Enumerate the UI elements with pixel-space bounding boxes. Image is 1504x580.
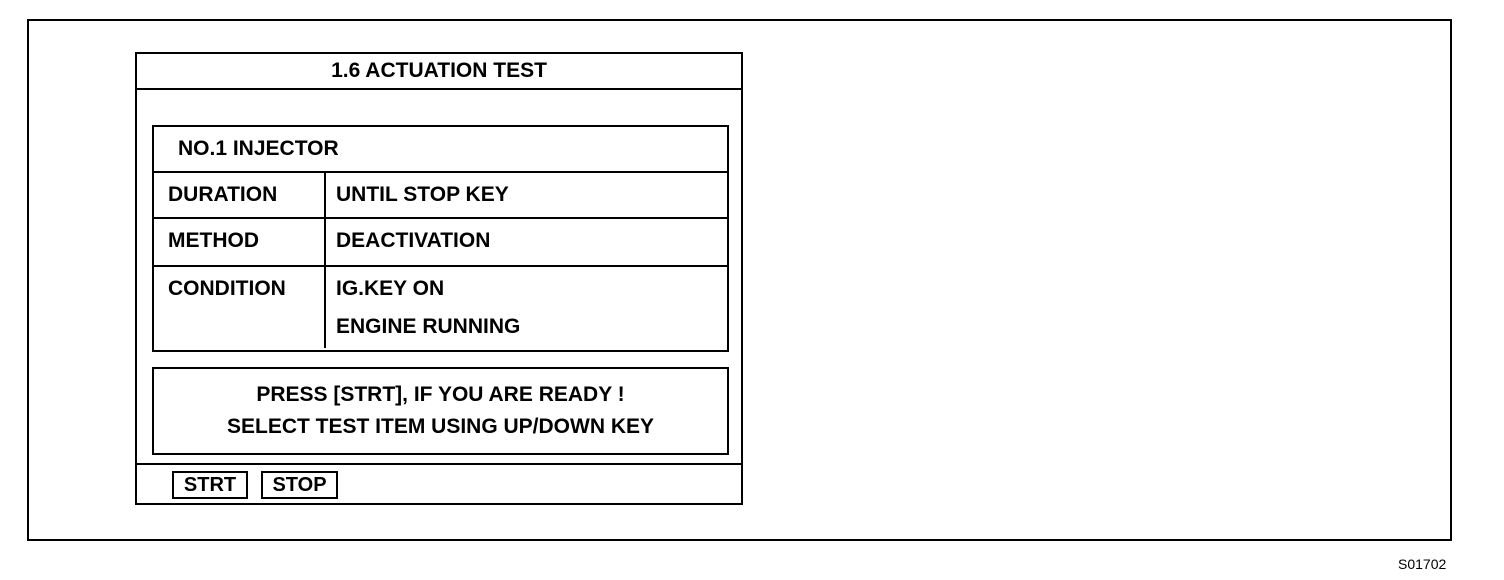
message-line-2: SELECT TEST ITEM USING UP/DOWN KEY [226,415,655,438]
condition-label-cell: CONDITION [154,267,326,348]
duration-label-cell: DURATION [154,173,326,217]
condition-value-1: IG.KEY ON [336,277,445,300]
duration-row: DURATION UNTIL STOP KEY [154,173,727,219]
condition-label: CONDITION [168,277,286,300]
figure-frame [27,19,1452,541]
screen-title: 1.6 ACTUATION TEST [137,54,741,90]
start-key-button[interactable]: STRT [172,471,248,499]
test-info-table: NO.1 INJECTOR DURATION UNTIL STOP KEY ME… [152,125,729,352]
figure-id: S01702 [1398,556,1447,572]
test-item-row: NO.1 INJECTOR [154,127,727,173]
tester-screen: 1.6 ACTUATION TEST NO.1 INJECTOR DURATIO… [135,52,743,505]
condition-value-2: ENGINE RUNNING [336,315,521,338]
duration-label: DURATION [168,183,278,206]
test-item-name: NO.1 INJECTOR [178,137,339,160]
instruction-message: PRESS [STRT], IF YOU ARE READY ! SELECT … [152,367,729,455]
method-value: DEACTIVATION [336,229,491,252]
method-label: METHOD [168,229,259,252]
method-row: METHOD DEACTIVATION [154,219,727,267]
method-label-cell: METHOD [154,219,326,265]
function-key-bar: STRT STOP [137,463,741,505]
message-line-1: PRESS [STRT], IF YOU ARE READY ! [256,383,625,406]
duration-value: UNTIL STOP KEY [336,183,509,206]
condition-row: CONDITION IG.KEY ON ENGINE RUNNING [154,267,727,348]
stop-key-button[interactable]: STOP [261,471,338,499]
